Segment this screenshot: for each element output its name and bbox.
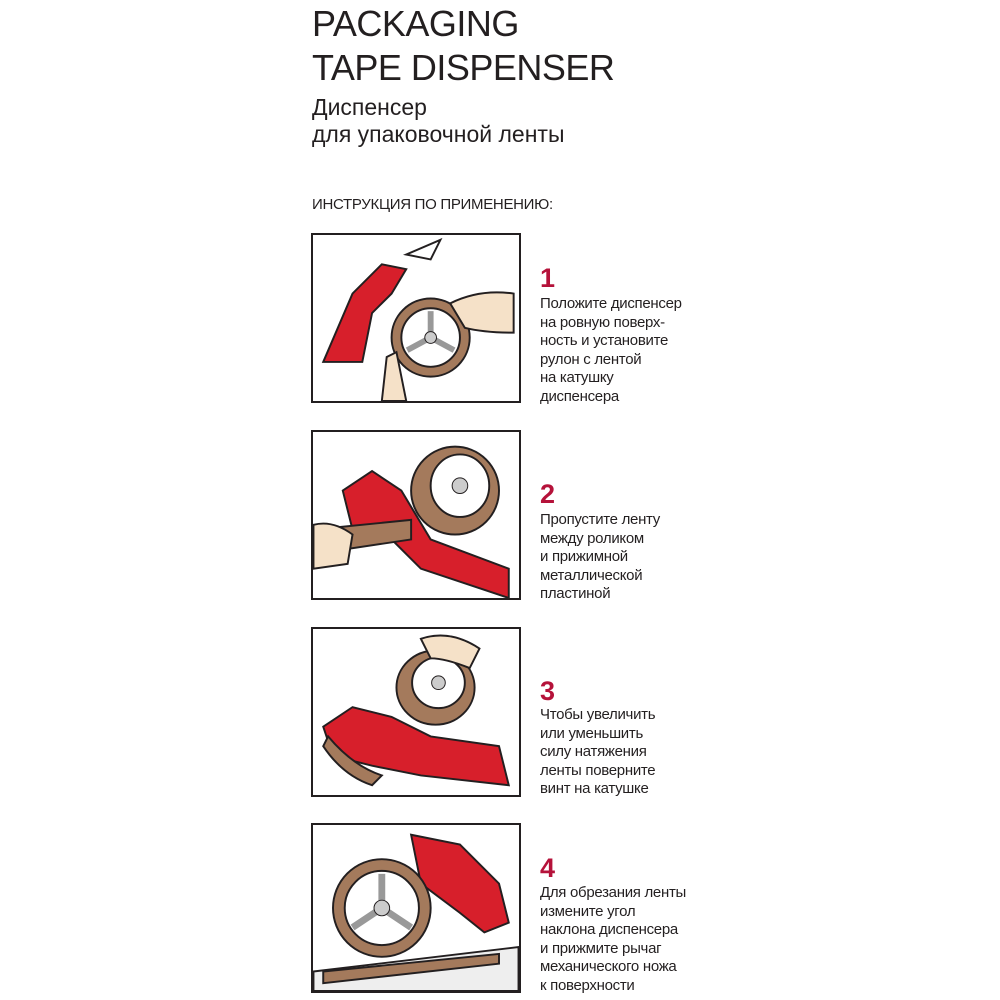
step-2-number: 2 (540, 479, 556, 509)
step-1-text: Положите диспенсер на ровную поверх- нос… (540, 295, 682, 405)
subtitle-line-2: для упаковочной ленты (312, 121, 565, 147)
step-4-illustration (311, 823, 521, 993)
step-1-number: 1 (540, 263, 556, 293)
step-4-text: Для обрезания ленты измените угол наклон… (540, 884, 686, 994)
step-3-text: Чтобы увеличить или уменьшить силу натяж… (540, 706, 656, 797)
step-2-text: Пропустите ленту между роликом и прижимн… (540, 511, 660, 602)
step-1-illustration (311, 233, 521, 403)
step-4-number: 4 (540, 853, 556, 883)
step-3-number: 3 (540, 676, 556, 706)
step-2-illustration (311, 430, 521, 600)
title-line-2: TAPE DISPENSER (312, 47, 615, 88)
subtitle-line-1: Диспенсер (312, 94, 427, 120)
title-line-1: PACKAGING (312, 3, 519, 44)
instructions-heading: ИНСТРУКЦИЯ ПО ПРИМЕНЕНИЮ: (312, 196, 553, 213)
step-3-illustration (311, 627, 521, 797)
